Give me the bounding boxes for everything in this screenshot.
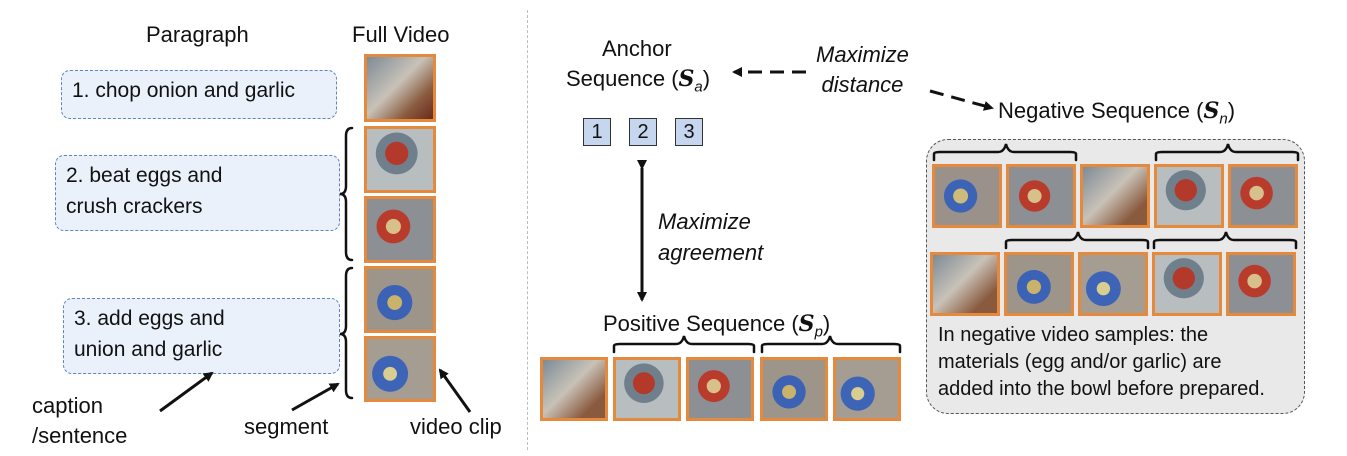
negative-frame-7 — [1004, 252, 1074, 316]
segment-arrow — [291, 382, 340, 412]
video-clip-label: video clip — [410, 414, 502, 439]
caption-box-2: 2. beat eggs and crush crackers — [55, 155, 340, 231]
caption-box-1: 1. chop onion and garlic — [61, 70, 337, 119]
maximize-agreement-line-2: agreement — [658, 240, 764, 265]
panel-divider — [527, 10, 528, 450]
video-frame-2 — [364, 126, 436, 193]
maximize-agreement-label: Maximize agreement — [658, 206, 763, 268]
negative-text: Negative Sequence ( — [998, 98, 1204, 123]
step-box-2: 2 — [629, 118, 657, 146]
negative-brace-3 — [1004, 231, 1150, 250]
segment-brace-2 — [339, 266, 354, 400]
negative-frame-8 — [1078, 252, 1148, 316]
negative-note-line-1: In negative video samples: the — [938, 324, 1209, 346]
caption-3-line-1: 3. add eggs and — [74, 307, 225, 330]
negative-note: In negative video samples: the materials… — [938, 322, 1265, 403]
negative-frame-5 — [1228, 164, 1298, 228]
caption-2-line-1: 2. beat eggs and — [66, 164, 223, 187]
positive-frame-3 — [686, 357, 754, 421]
anchor-label-line-1: Anchor — [602, 36, 672, 61]
positive-close: ) — [822, 311, 831, 336]
full-video-title: Full Video — [352, 22, 450, 47]
positive-sequence-label: Positive Sequence (Sp) — [603, 311, 830, 341]
video-frame-4 — [364, 266, 436, 333]
anchor-subscript: a — [694, 78, 703, 96]
maximize-distance-line-2: distance — [821, 72, 904, 97]
video-frame-5 — [364, 336, 436, 402]
caption-2-line-2: crush crackers — [66, 195, 203, 218]
segment-label: segment — [244, 414, 329, 439]
anchor-sequence-label: Sequence (Sa) — [566, 66, 710, 96]
negative-note-line-3: added into the bowl before prepared. — [938, 378, 1265, 400]
positive-text: Positive Sequence ( — [603, 311, 799, 336]
negative-frame-10 — [1226, 252, 1296, 316]
caption-label-line-2: /sentence — [32, 423, 128, 448]
positive-subscript: p — [814, 323, 823, 341]
step-box-1: 1 — [583, 118, 611, 146]
positive-frame-2 — [613, 357, 681, 421]
distance-arrow-to-negative — [929, 89, 994, 111]
positive-frame-1 — [540, 357, 608, 421]
video-frame-1 — [364, 54, 436, 122]
negative-close: ) — [1227, 98, 1236, 123]
caption-arrow — [159, 371, 214, 413]
segment-brace-1 — [339, 126, 354, 262]
maximize-distance-line-1: Maximize — [816, 42, 909, 67]
caption-box-3: 3. add eggs and union and garlic — [63, 298, 340, 374]
positive-frame-4 — [760, 357, 828, 421]
maximize-distance-label: Maximize distance — [816, 40, 909, 100]
negative-note-line-2: materials (egg and/or garlic) are — [938, 351, 1222, 373]
negative-frame-6 — [930, 252, 1000, 316]
positive-symbol: S — [798, 311, 815, 337]
negative-symbol: S — [1203, 98, 1220, 124]
anchor-close: ) — [702, 66, 711, 91]
negative-subscript: n — [1219, 110, 1228, 128]
paragraph-title: Paragraph — [146, 22, 249, 47]
anchor-symbol: S — [678, 66, 695, 92]
caption-sentence-label: caption /sentence — [32, 391, 127, 451]
negative-brace-4 — [1152, 231, 1298, 250]
step-box-3: 3 — [675, 118, 703, 146]
video-clip-arrow — [438, 368, 472, 413]
caption-1-line-1: 1. chop onion and garlic — [72, 79, 295, 102]
negative-frame-2 — [1006, 164, 1076, 228]
negative-brace-2 — [1154, 143, 1300, 162]
positive-brace-2 — [760, 335, 902, 354]
positive-frame-5 — [833, 357, 901, 421]
negative-sequence-label: Negative Sequence (Sn) — [998, 98, 1235, 128]
anchor-text: Sequence ( — [566, 66, 679, 91]
positive-brace-1 — [612, 335, 756, 354]
negative-brace-1 — [932, 143, 1078, 162]
negative-frame-1 — [932, 164, 1002, 228]
caption-label-line-1: caption — [32, 393, 103, 418]
maximize-agreement-line-1: Maximize — [658, 209, 751, 234]
video-frame-3 — [364, 196, 436, 263]
caption-3-line-2: union and garlic — [74, 338, 223, 361]
negative-frame-9 — [1152, 252, 1222, 316]
negative-frame-4 — [1154, 164, 1224, 228]
negative-frame-3 — [1080, 164, 1150, 228]
